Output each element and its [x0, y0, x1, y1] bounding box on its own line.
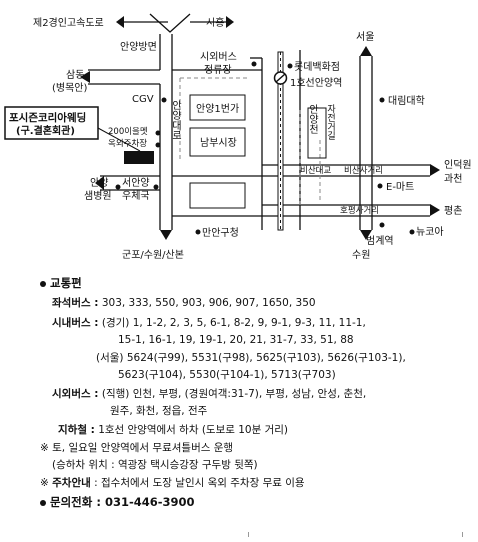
venue-building: [124, 151, 154, 164]
label-siheung: 시흥: [206, 16, 224, 29]
label-induckwon-2: 과천: [444, 173, 462, 185]
label-seoanyang-1: 서안양: [122, 177, 150, 189]
contact-phone[interactable]: 031-446-3900: [104, 495, 195, 509]
venue-label-box: [4, 106, 99, 140]
label-manan-office: 만안구청: [202, 227, 239, 239]
label-anyangcheon: 안양천: [307, 104, 319, 134]
label-gunpo: 군포/수원/산본: [122, 249, 184, 261]
city-bus-line3: (서울) 5624(구99), 5531(구98), 5625(구103), 5…: [96, 352, 406, 364]
label-anyang-daero: 안양대로: [170, 100, 182, 140]
city-bus-line2: 15-1, 16-1, 19, 19-1, 20, 21, 31-7, 33, …: [118, 334, 354, 346]
label-venue-2: (구.결혼회관): [16, 124, 75, 137]
label-parking-2: 옥외주차장: [108, 138, 147, 149]
label-bisan-crossroad: 비산사거리: [344, 165, 383, 176]
label-seoanyang-2: 우체국: [122, 190, 150, 202]
intercity-row: 시외버스 : (직행) 인천, 부평, (경원여객:31-7), 부평, 성남,…: [52, 386, 366, 403]
label-anyang-1beonga: 안양1번가: [196, 103, 239, 115]
label-newcore: 뉴코아: [416, 226, 444, 238]
transport-title: 교통편: [50, 276, 82, 290]
bullet-dot: [40, 280, 46, 287]
label-anyang-hospital-1: 안양: [90, 177, 108, 189]
parking-label: 주차안내: [52, 477, 91, 489]
label-byeongmokan: (병목안): [52, 82, 88, 94]
transport-heading: 교통편: [40, 275, 82, 292]
map-labels: 제2경인고속도로 시흥 안양방면 삼동 (병목안) CGV 시외버스 정류장 롯…: [9, 16, 472, 261]
label-highway: 제2경인고속도로: [33, 16, 104, 29]
shuttle-note: ※ 토, 일요일 안양역에서 무료셔틀버스 운행: [40, 442, 234, 454]
city-bus-line4: 5623(구104), 5530(구104-1), 5713(구703): [118, 369, 336, 381]
subway-row: 지하철 : 1호선 안양역에서 하차 (도보로 10분 거리): [58, 422, 288, 439]
label-emart: E-마트: [386, 181, 414, 193]
label-venue-1: 포시즌코리아웨딩: [9, 111, 86, 124]
dashed-guides: [179, 77, 321, 205]
city-bus-label: 시내버스 :: [52, 317, 99, 329]
shuttle-location: (승하차 위치 : 역광장 택시승강장 구두방 뒷쪽): [52, 459, 258, 471]
corner-tick: [462, 532, 463, 537]
parking-value: : 접수처에서 도장 날인시 옥외 주차장 무료 이용: [90, 477, 305, 489]
city-blocks: [189, 94, 327, 209]
label-parking-1: 200이을멧: [108, 126, 148, 137]
city-bus-row: 시내버스 : (경기) 1, 1-2, 2, 3, 5, 6-1, 8-2, 9…: [52, 315, 366, 332]
intercity-label: 시외버스 :: [52, 388, 99, 400]
seat-bus-label: 좌석버스 :: [52, 297, 99, 309]
label-suwon: 수원: [352, 249, 370, 261]
seat-bus-row: 좌석버스 : 303, 333, 550, 903, 906, 907, 165…: [52, 295, 316, 312]
label-beomgye: 범계역: [366, 235, 394, 247]
intercity-line1: (직행) 인천, 부평, (경원여객:31-7), 부평, 성남, 안성, 춘천…: [101, 388, 367, 400]
city-bus-line1: (경기) 1, 1-2, 2, 3, 5, 6-1, 8-2, 9, 9-1, …: [101, 317, 366, 329]
contact-row: 문의전화 : 031-446-3900: [40, 494, 195, 511]
label-terminal-1: 시외버스: [200, 51, 237, 63]
corner-tick: [248, 532, 249, 537]
intercity-line2: 원주, 화천, 정읍, 전주: [110, 405, 208, 417]
label-lotte-1: 롯데백화점: [294, 61, 340, 73]
label-hogye-crossroad: 호평사거리: [340, 205, 379, 216]
label-anyang-hospital-2: 샘병원: [84, 190, 112, 202]
label-lotte-2: 1호선안양역: [290, 77, 342, 89]
label-cgv: CGV: [132, 94, 154, 105]
label-bisan-bridge: 비산대교: [300, 165, 331, 176]
landmark-dots: [115, 61, 415, 235]
seat-bus-value: 303, 333, 550, 903, 906, 907, 1650, 350: [101, 297, 316, 309]
contact-label: 문의전화 :: [50, 495, 105, 509]
parking-mark: ※: [40, 477, 53, 489]
parking-row: ※ 주차안내 : 접수처에서 도장 날인시 옥외 주차장 무료 이용: [40, 475, 305, 492]
direction-arrows: [80, 16, 440, 240]
location-map: 제2경인고속도로 시흥 안양방면 삼동 (병목안) CGV 시외버스 정류장 롯…: [4, 13, 472, 261]
bullet-dot: [40, 499, 46, 506]
label-seoul: 서울: [356, 31, 374, 43]
label-pyeongchon: 평촌: [444, 205, 462, 217]
label-anyang-bangmyeon: 안양방면: [120, 41, 157, 53]
subway-value: 1호선 안양역에서 하차 (도보로 10분 거리): [98, 424, 289, 436]
label-bike-road: 자전거길: [325, 104, 335, 140]
label-induckwon-1: 인덕원: [444, 159, 472, 171]
railway: [273, 51, 288, 231]
label-samdong: 삼동: [66, 69, 84, 81]
label-daelim: 대림대학: [388, 95, 425, 107]
label-terminal-2: 정류장: [204, 64, 232, 76]
label-namdu-market: 남부시장: [200, 137, 237, 149]
subway-label: 지하철 :: [58, 424, 95, 436]
